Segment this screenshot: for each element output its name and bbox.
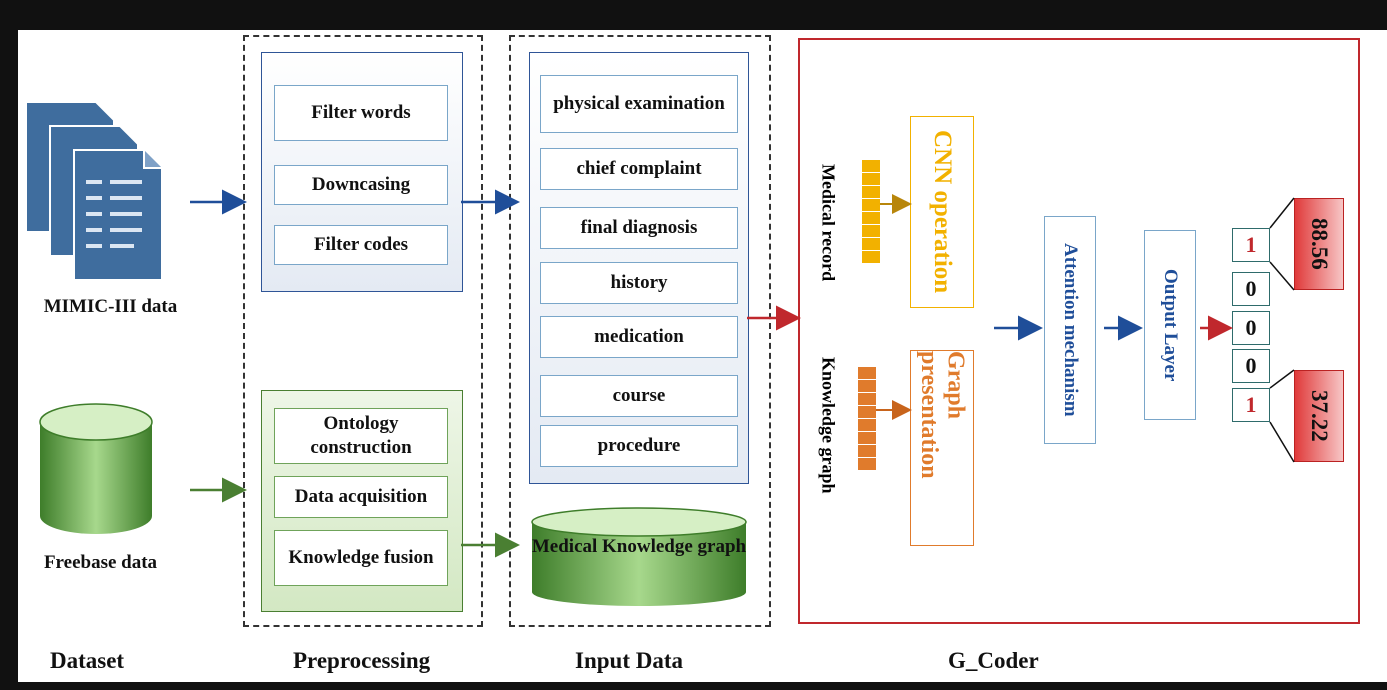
field-physical-examination: physical examination — [540, 75, 738, 133]
output-cell: 0 — [1232, 349, 1270, 383]
cnn-operation-box: CNN operation — [910, 116, 974, 308]
freebase-label: Freebase data — [43, 552, 158, 573]
section-title-dataset: Dataset — [50, 648, 125, 673]
section-title-preprocessing: Preprocessing — [293, 648, 431, 673]
section-title-g-coder: G_Coder — [948, 648, 1039, 673]
field-final-diagnosis: final diagnosis — [540, 207, 738, 249]
score-connectors — [1269, 197, 1295, 463]
field-procedure: procedure — [540, 425, 738, 467]
downcasing-step: Downcasing — [274, 165, 448, 205]
medical-kg-label: Medical Knowledge graph — [531, 536, 747, 557]
attention-mechanism-box: Attention mechanism — [1044, 216, 1096, 444]
ontology-construction-step: Ontology construction — [274, 408, 448, 464]
document-stack-icon — [25, 101, 163, 280]
score-box-bottom: 37.22 — [1294, 370, 1344, 462]
field-medication: medication — [540, 316, 738, 358]
graph-presentation-box: Graph presentation — [910, 350, 974, 546]
knowledge-fusion-step: Knowledge fusion — [274, 530, 448, 586]
mimic-label: MIMIC-III data — [43, 296, 178, 317]
field-history: history — [540, 262, 738, 304]
knowledge-graph-label: Knowledge graph — [818, 356, 839, 494]
preprocessing-panel — [243, 35, 483, 627]
output-cell: 1 — [1232, 228, 1270, 262]
section-title-input-data: Input Data — [575, 648, 684, 673]
medical-record-label: Medical record — [818, 164, 839, 282]
g-coder-panel — [798, 38, 1360, 624]
filter-codes-step: Filter codes — [274, 225, 448, 265]
database-cylinder-icon — [39, 403, 153, 534]
field-chief-complaint: chief complaint — [540, 148, 738, 190]
output-cell: 1 — [1232, 388, 1270, 422]
input-data-panel — [509, 35, 771, 627]
medical-kg-cylinder — [531, 507, 747, 606]
output-cell: 0 — [1232, 272, 1270, 306]
connector-layer — [190, 189, 1295, 558]
field-course: course — [540, 375, 738, 417]
filter-words-step: Filter words — [274, 85, 448, 141]
kg-embedding-vector — [858, 367, 876, 470]
data-acquisition-step: Data acquisition — [274, 476, 448, 518]
diagram-canvas: MIMIC-III data Freebase data Filter word… — [18, 30, 1387, 682]
record-embedding-vector — [862, 160, 880, 263]
output-layer-box: Output Layer — [1144, 230, 1196, 420]
score-box-top: 88.56 — [1294, 198, 1344, 290]
